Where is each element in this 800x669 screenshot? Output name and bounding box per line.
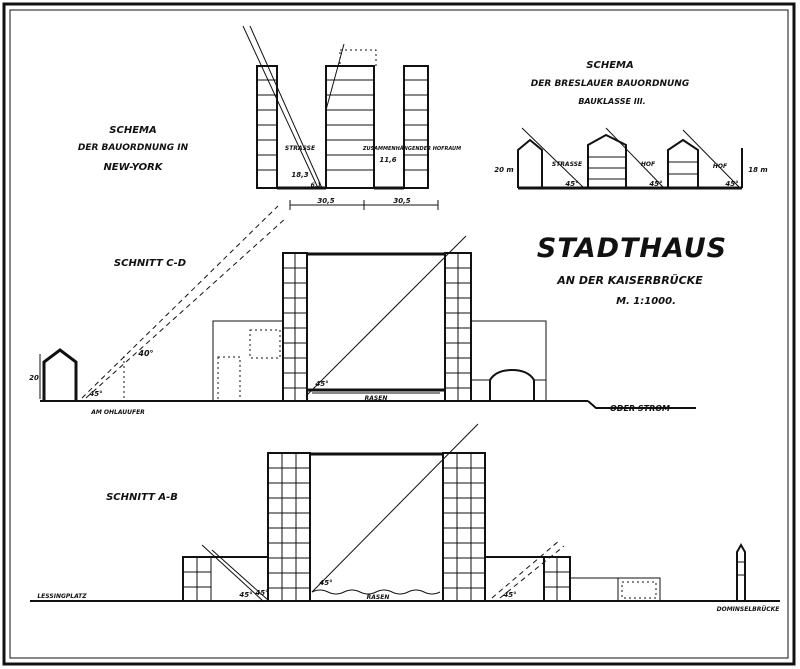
br-label-strasse: STRASSE bbox=[552, 161, 583, 168]
cd-angle-45-left: 45° bbox=[89, 390, 102, 398]
title-block: STADTHAUS AN DER KAISERBRÜCKE M. 1:1000. bbox=[537, 233, 727, 307]
ny-label-strasse: STRASSE bbox=[285, 145, 316, 152]
ny-dim-left: 18,3 bbox=[291, 171, 308, 179]
schema-breslau-drawing: 20 m 18 m STRASSE HOF HOF 45° 45° 45° bbox=[494, 127, 768, 190]
title-scale: M. 1:1000. bbox=[616, 296, 676, 307]
schema-br-line2: DER BRESLAUER BAUORDNUNG bbox=[531, 79, 689, 89]
schema-ny-line3: NEW-YORK bbox=[103, 162, 163, 173]
schnitt-cd-label: SCHNITT C-D bbox=[114, 258, 186, 269]
ab-angle-court: 45° bbox=[319, 579, 332, 587]
schema-breslau-caption: SCHEMA DER BRESLAUER BAUORDNUNG BAUKLASS… bbox=[531, 60, 689, 106]
ab-angle-left-b: 45° bbox=[255, 589, 268, 597]
br-height-left: 20 m bbox=[494, 166, 513, 174]
schema-newyork-drawing: 30,5 30,5 STRASSE ZUSAMMENHÄNGENDER HOFR… bbox=[242, 25, 461, 210]
ny-label-hofraum: ZUSAMMENHÄNGENDER HOFRAUM bbox=[362, 145, 461, 152]
br-height-right: 18 m bbox=[748, 166, 767, 174]
cd-right-ground: ODER STROM bbox=[610, 404, 670, 413]
br-angle-1: 45° bbox=[565, 180, 578, 188]
schema-ny-line2: DER BAUORDNUNG IN bbox=[78, 143, 189, 153]
ny-dim-base-right: 30,5 bbox=[393, 197, 410, 205]
schnitt-ab-label: SCHNITT A-B bbox=[106, 492, 178, 503]
cd-court-label: RASEN bbox=[365, 395, 388, 402]
cd-angle-45-court: 45° bbox=[315, 380, 328, 388]
br-label-hof1: HOF bbox=[641, 161, 656, 168]
br-angle-2: 45° bbox=[649, 180, 662, 188]
section-a-b: SCHNITT A-B 45° 45° RASEN 45° bbox=[30, 423, 781, 613]
title-main: STADTHAUS bbox=[537, 233, 727, 264]
ab-angle-right: 45° bbox=[503, 591, 516, 599]
schema-br-line3: BAUKLASSE III. bbox=[578, 97, 645, 106]
cd-angle-40: 40° bbox=[137, 349, 153, 358]
cd-left-ground: AM OHLAUUFER bbox=[90, 409, 145, 416]
br-label-hof2: HOF bbox=[713, 163, 728, 170]
ny-dim-base-left: 30,5 bbox=[317, 197, 334, 205]
ab-right-ground: DOMINSELBRÜCKE bbox=[717, 606, 781, 613]
schema-ny-line1: SCHEMA bbox=[109, 125, 156, 136]
ny-dim-small: 6,1 bbox=[311, 182, 322, 189]
title-location: AN DER KAISERBRÜCKE bbox=[556, 273, 703, 287]
ab-left-ground: LESSINGPLATZ bbox=[37, 593, 87, 600]
schema-newyork-caption: SCHEMA DER BAUORDNUNG IN NEW-YORK bbox=[78, 125, 189, 173]
br-angle-3: 45° bbox=[725, 180, 738, 188]
schema-br-line1: SCHEMA bbox=[586, 60, 633, 71]
section-c-d: SCHNITT C-D 20 40° 45° RASEN bbox=[29, 205, 696, 416]
cd-left-height: 20 bbox=[29, 374, 39, 382]
ab-court-label: RASEN bbox=[367, 594, 390, 601]
ny-dim-right: 11,6 bbox=[379, 156, 396, 164]
ab-angle-left-a: 45° bbox=[239, 591, 252, 599]
